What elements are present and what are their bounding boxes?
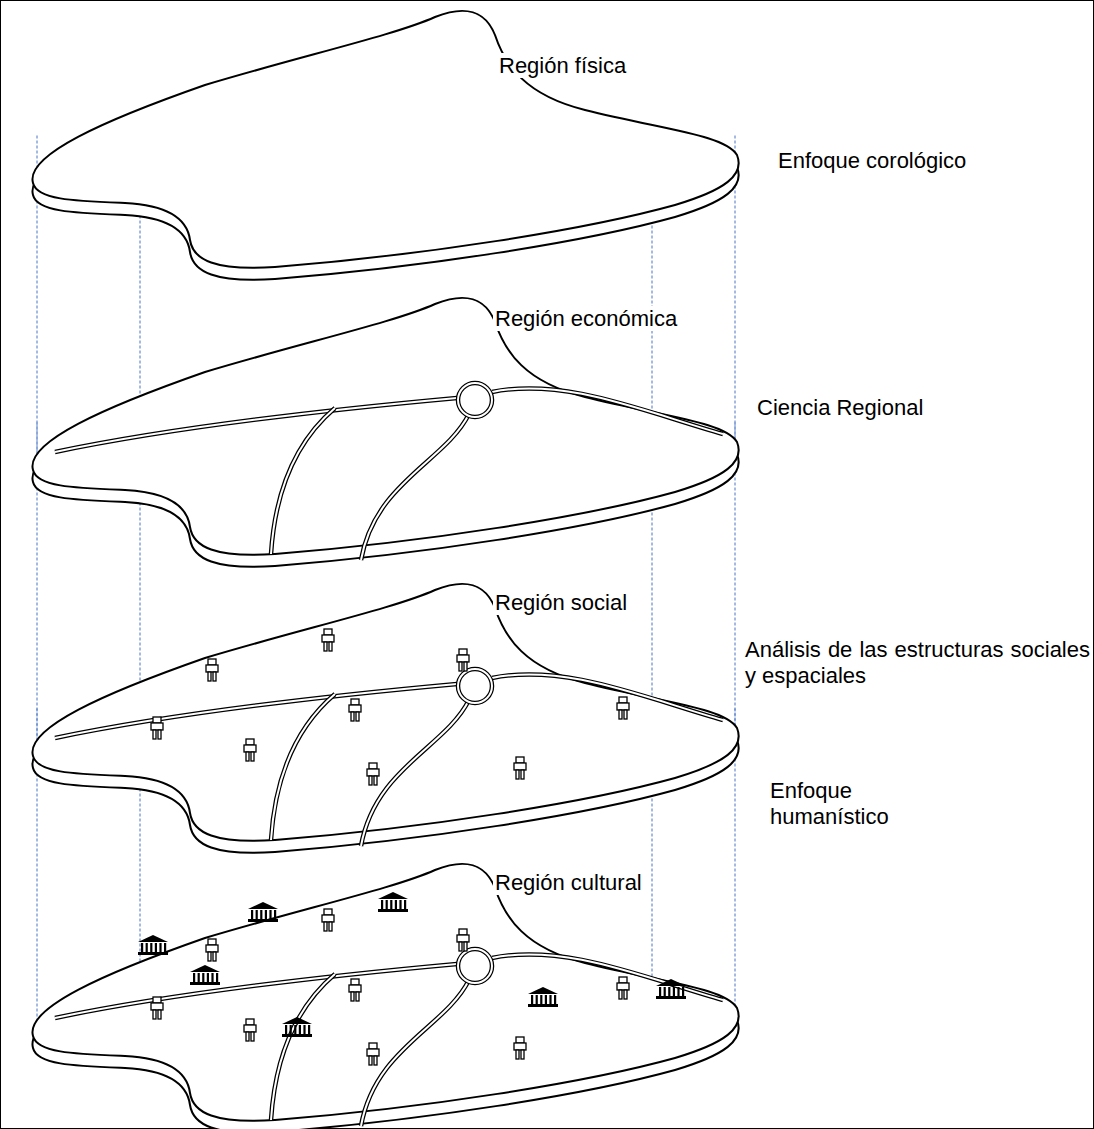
person-icon [206, 939, 218, 961]
person-icon [514, 1037, 526, 1059]
person-icon [367, 1043, 379, 1065]
region-name: Región cultural [493, 870, 644, 895]
temple-icon [528, 987, 558, 1007]
person-icon [617, 977, 629, 999]
person-icon [514, 757, 526, 779]
person-icon [244, 739, 256, 761]
person-icon [206, 659, 218, 681]
temple-icon [282, 1017, 312, 1037]
temple-icon [138, 935, 168, 955]
approach-label: Análisis de las estructuras sociales y e… [745, 637, 1090, 690]
person-icon [151, 717, 163, 739]
person-icon [151, 997, 163, 1019]
temple-icon [248, 902, 278, 922]
region-shape [25, 5, 745, 295]
person-icon [322, 629, 334, 651]
person-icon [322, 909, 334, 931]
region-name: Región física [497, 53, 628, 78]
approach-label: Enfoque corológico [778, 148, 1078, 174]
region-layer: Región cultural [25, 858, 745, 1128]
person-icon [457, 649, 469, 671]
temple-icon [190, 965, 220, 985]
region-name: Región social [493, 590, 629, 615]
person-icon [349, 979, 361, 1001]
temple-icon [378, 892, 408, 912]
approach-label: Enfoque humanístico [770, 778, 930, 831]
region-shape [25, 292, 745, 582]
person-icon [367, 763, 379, 785]
region-layer: Región física [25, 5, 745, 295]
region-shape [25, 858, 745, 1128]
person-icon [349, 699, 361, 721]
region-name: Región económica [493, 306, 679, 331]
person-icon [244, 1019, 256, 1041]
temple-icon [656, 979, 686, 999]
region-shape [25, 578, 745, 868]
region-layer: Región económica [25, 292, 745, 582]
person-icon [617, 697, 629, 719]
person-icon [457, 929, 469, 951]
approach-label: Ciencia Regional [757, 395, 1057, 421]
region-layer: Región social [25, 578, 745, 868]
